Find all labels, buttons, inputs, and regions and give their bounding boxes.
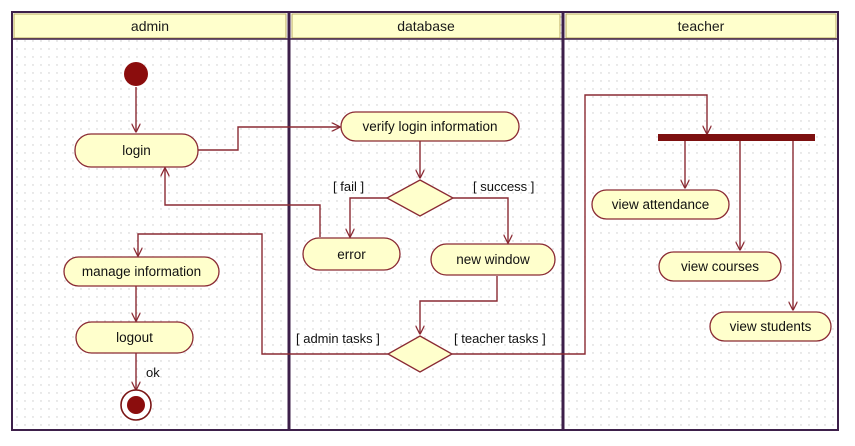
activity-view-attendance[interactable]: view attendance: [591, 189, 730, 220]
edge-new-window-to-task-decision: [420, 276, 498, 334]
activity-view-courses-label: view courses: [681, 259, 759, 274]
activity-verify-login-information-label: verify login information: [362, 119, 497, 134]
lane-header-database: [291, 13, 561, 39]
activity-error[interactable]: error: [302, 237, 401, 271]
edge-error-to-login: [165, 168, 321, 237]
edge-decision-to-error: [350, 197, 387, 237]
lane-title-admin: admin: [131, 18, 169, 34]
fork-bar[interactable]: [658, 134, 815, 141]
guard-fail: [ fail ]: [333, 179, 364, 194]
activity-logout-label: logout: [116, 330, 153, 345]
decision-login-result[interactable]: [385, 179, 455, 217]
activity-manage-information[interactable]: manage information: [63, 256, 220, 287]
activity-verify-login-information[interactable]: verify login information: [340, 111, 520, 142]
activity-manage-information-label: manage information: [82, 264, 201, 279]
lane-title-teacher: teacher: [678, 18, 725, 34]
activity-view-students-label: view students: [730, 319, 812, 334]
edge-task-decision-to-fork: [452, 94, 707, 355]
activity-view-attendance-label: view attendance: [612, 197, 710, 212]
guard-ok: ok: [146, 365, 160, 380]
activity-error-label: error: [337, 247, 366, 262]
lane-header-admin: [13, 13, 287, 39]
edge-login-to-verify: [198, 127, 340, 151]
lane-title-database: database: [397, 18, 455, 34]
lane-header-teacher: [565, 13, 837, 39]
edge-task-decision-to-manage-information: [138, 233, 388, 355]
guard-success: [ success ]: [473, 179, 534, 194]
activity-new-window[interactable]: new window: [430, 243, 556, 276]
final-node[interactable]: [120, 389, 152, 421]
diagram-border: [11, 11, 839, 431]
guard-admin-tasks: [ admin tasks ]: [296, 331, 380, 346]
decision-task-type[interactable]: [386, 335, 454, 373]
activity-login[interactable]: login: [74, 133, 199, 168]
activity-view-courses[interactable]: view courses: [658, 251, 782, 282]
activity-new-window-label: new window: [456, 252, 530, 267]
guard-teacher-tasks: [ teacher tasks ]: [454, 331, 546, 346]
activity-login-label: login: [122, 143, 151, 158]
edge-decision-to-new-window: [453, 197, 508, 243]
activity-view-students[interactable]: view students: [709, 311, 832, 342]
initial-node[interactable]: [124, 62, 148, 86]
activity-logout[interactable]: logout: [75, 321, 194, 354]
